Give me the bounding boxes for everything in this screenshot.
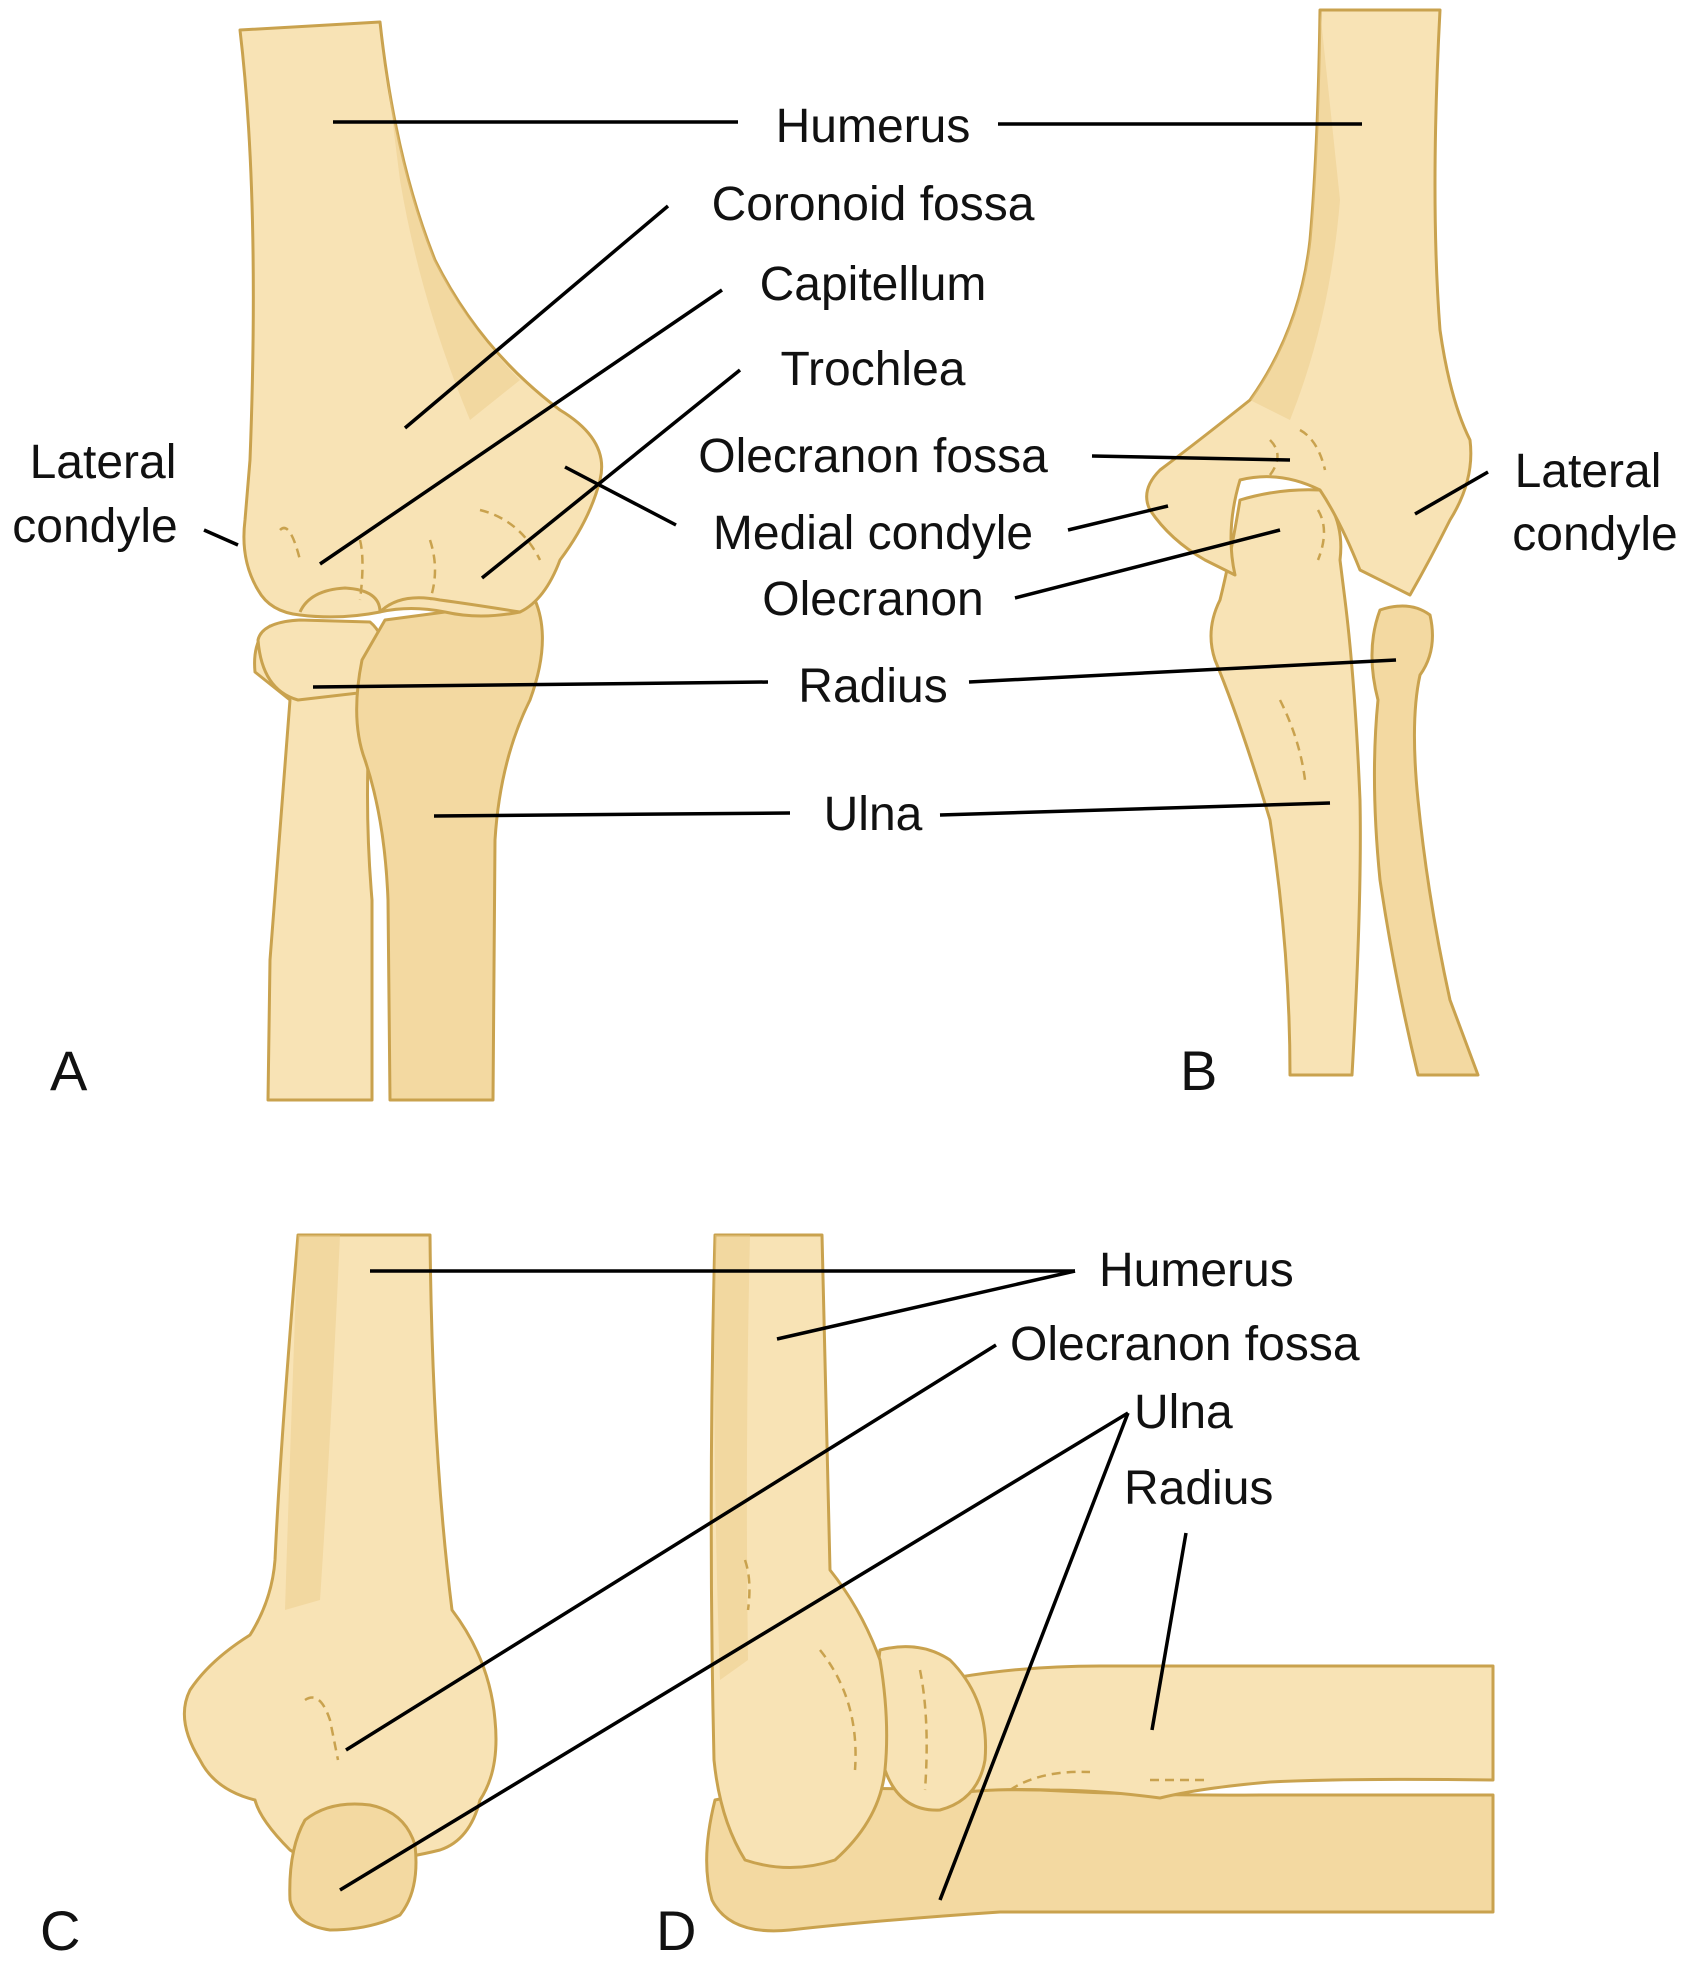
leader-b-ulna: [939, 801, 1331, 817]
panel-b-radius: [1370, 604, 1480, 1077]
leader-medial-condyle-b: [1067, 504, 1169, 532]
leader-cd-ulna-c: [339, 1411, 1129, 1892]
label-humerus-ab: Humerus: [776, 100, 971, 153]
panel-b-humerus: [1145, 8, 1473, 597]
leader-trochlea: [480, 368, 742, 580]
leader-lateral-condyle-a: [203, 528, 239, 547]
leader-a-ulna: [433, 811, 791, 818]
label-lateral-condyle-b-line2: condyle: [1512, 508, 1677, 561]
label-radius-cd: Radius: [1124, 1462, 1273, 1515]
label-lateral-condyle-a-line1: Lateral: [30, 436, 177, 489]
label-ulna-ab: Ulna: [824, 788, 923, 841]
leader-medial-condyle-a: [564, 465, 677, 527]
panel-a-ulna: [355, 598, 544, 1102]
leader-lines: [203, 120, 1489, 1901]
leader-a-radius: [312, 680, 769, 689]
panel-d-humerus: [709, 1233, 889, 1869]
panel-d-illustration: [705, 1233, 1495, 1933]
panel-b-ulna: [1209, 488, 1362, 1077]
leader-olecranon-fossa-b: [1091, 454, 1291, 462]
panel-letter-a: A: [50, 1039, 88, 1102]
panel-letter-c: C: [40, 1899, 80, 1962]
label-medial-condyle: Medial condyle: [713, 507, 1033, 560]
label-olecranon-fossa-b: Olecranon fossa: [698, 430, 1048, 483]
panel-letter-b: B: [1180, 1039, 1217, 1102]
label-ulna-cd: Ulna: [1134, 1386, 1233, 1439]
label-radius-ab: Radius: [798, 660, 947, 713]
leader-cd-radius: [1150, 1532, 1188, 1731]
leader-olecranon-b: [1014, 528, 1281, 600]
labels: Humerus Coronoid fossa Capitellum Trochl…: [12, 100, 1677, 1515]
leader-cd-humerus-d: [776, 1269, 1076, 1341]
label-capitellum: Capitellum: [760, 258, 987, 311]
panel-d-radius-head: [874, 1645, 988, 1812]
panel-c-olecranon: [288, 1802, 418, 1932]
panel-a-illustration: [238, 20, 604, 1102]
label-trochlea: Trochlea: [781, 343, 966, 396]
label-lateral-condyle-a-line2: condyle: [12, 500, 177, 553]
label-humerus-cd: Humerus: [1099, 1244, 1294, 1297]
panel-letters: A B C D: [40, 1039, 1217, 1962]
label-olecranon-fossa-cd: Olecranon fossa: [1010, 1318, 1360, 1371]
label-coronoid-fossa: Coronoid fossa: [712, 178, 1035, 231]
panel-a-humerus: [238, 20, 604, 619]
leader-coronoid-fossa: [403, 204, 670, 430]
panel-b-illustration: [1145, 8, 1480, 1077]
leader-lateral-condyle-b: [1414, 470, 1489, 516]
leader-capitellum: [319, 288, 723, 566]
leader-cd-olecranon-fossa: [345, 1343, 997, 1752]
leader-cd-ulna-d: [938, 1412, 1130, 1901]
label-olecranon: Olecranon: [762, 573, 983, 626]
panel-letter-d: D: [656, 1899, 696, 1962]
panel-d-radius: [898, 1664, 1495, 1800]
leader-b-radius: [968, 658, 1397, 684]
label-lateral-condyle-b-line1: Lateral: [1515, 445, 1662, 498]
panel-c-humerus: [182, 1233, 498, 1865]
